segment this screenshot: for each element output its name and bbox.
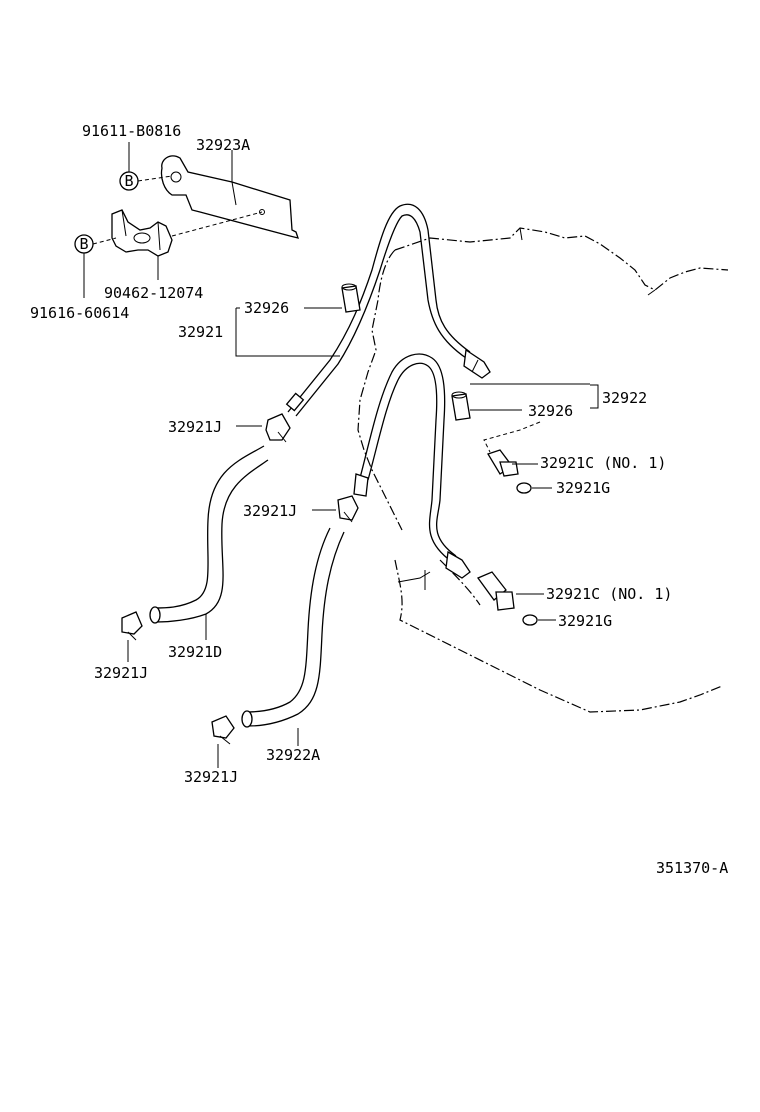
label-32921J-4: 32921J xyxy=(184,768,238,786)
label-32921J-1: 32921J xyxy=(168,418,222,436)
label-32926-right: 32926 xyxy=(528,402,573,420)
label-32921C-1: 32921C (NO. 1) xyxy=(540,454,666,472)
label-32921D: 32921D xyxy=(168,643,222,661)
leaders-bracket xyxy=(83,142,263,298)
label-32922A: 32922A xyxy=(266,746,320,764)
union-32921C-2 xyxy=(476,571,515,611)
label-32923A: 32923A xyxy=(196,136,250,154)
label-32926-top: 32926 xyxy=(244,299,289,317)
gasket-32921G-2 xyxy=(522,614,538,626)
leaders-parts xyxy=(127,307,599,768)
pipe-32922 xyxy=(353,353,471,579)
pipe-32921 xyxy=(285,203,491,417)
hose-clamp-32921J-3 xyxy=(121,611,143,641)
hose-clamp-32921J-4 xyxy=(211,715,235,745)
label-32922: 32922 xyxy=(602,389,647,407)
svg-text:B: B xyxy=(124,172,133,190)
diagram-id: 351370-A xyxy=(656,859,728,877)
bolt-b-bottom-icon: B xyxy=(74,234,94,254)
hose-clamp-32921J-2 xyxy=(337,495,359,523)
engine-outline xyxy=(357,227,729,713)
bolt-b-top-icon: B xyxy=(119,171,139,191)
label-32921C-2: 32921C (NO. 1) xyxy=(546,585,672,603)
protector-32926-top xyxy=(341,283,361,313)
label-91616-60614: 91616-60614 xyxy=(30,304,129,322)
label-32921G-1: 32921G xyxy=(556,479,610,497)
label-32921G-2: 32921G xyxy=(558,612,612,630)
clamp-90462-12074 xyxy=(111,209,173,257)
bracket-32923A xyxy=(160,155,299,239)
label-91611-B0816: 91611-B0816 xyxy=(82,122,181,140)
label-32921J-2: 32921J xyxy=(243,502,297,520)
hose-clamp-32921J-1 xyxy=(265,413,291,443)
label-32921J-3: 32921J xyxy=(94,664,148,682)
label-90462-12074: 90462-12074 xyxy=(104,284,203,302)
label-32921: 32921 xyxy=(178,323,223,341)
protector-32926-right xyxy=(451,391,471,421)
union-32921C-1 xyxy=(487,449,519,477)
hose-32922A xyxy=(241,527,345,728)
hose-32921D xyxy=(149,445,269,624)
gasket-32921G-1 xyxy=(516,482,532,494)
svg-text:B: B xyxy=(79,235,88,253)
